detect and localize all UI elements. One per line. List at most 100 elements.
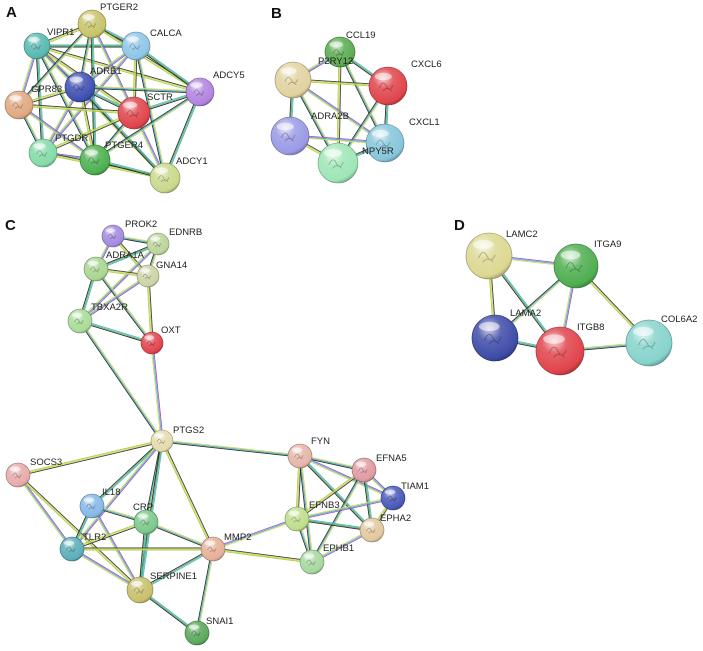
node-ptgdr[interactable] xyxy=(28,138,58,168)
node-ptger4[interactable] xyxy=(79,144,111,176)
node-calca[interactable] xyxy=(121,31,151,61)
node-highlight xyxy=(122,101,138,109)
node-epha2[interactable] xyxy=(359,517,385,543)
edge-line xyxy=(95,268,153,344)
node-sphere xyxy=(117,96,151,130)
edge-tbxa2r-oxt xyxy=(79,319,153,345)
node-tbxa2r[interactable] xyxy=(67,308,93,334)
edge-line xyxy=(95,92,202,162)
node-sctr[interactable] xyxy=(117,96,151,130)
node-gpr83[interactable] xyxy=(4,90,34,120)
node-sphere xyxy=(185,77,215,107)
node-adcy1[interactable] xyxy=(149,162,181,194)
node-p2ry12[interactable] xyxy=(274,61,312,99)
edge-line xyxy=(79,320,163,442)
node-label-adra1a: ADRA1A xyxy=(106,250,145,261)
node-sphere xyxy=(121,31,151,61)
edge-line xyxy=(19,24,94,107)
node-adra1a[interactable] xyxy=(83,256,109,282)
edge-adcy5-ptger4 xyxy=(93,90,202,162)
node-sphere xyxy=(284,506,310,532)
node-adcy5[interactable] xyxy=(185,77,215,107)
node-ptger2[interactable] xyxy=(77,9,107,39)
edge-line xyxy=(161,440,214,550)
node-label-ephb1: EPHB1 xyxy=(323,543,354,554)
node-fyn[interactable] xyxy=(287,443,313,469)
edge-ptgs2-tlr2 xyxy=(70,439,164,551)
node-col6a2[interactable] xyxy=(625,319,673,367)
edge-socs3-serpine1 xyxy=(16,473,142,592)
node-label-mmp2: MMP2 xyxy=(224,532,251,543)
node-ednrb[interactable] xyxy=(146,232,170,256)
protein-structure-icon xyxy=(484,333,502,345)
node-label-p2ry12: P2RY12 xyxy=(318,56,353,67)
edge-line xyxy=(78,274,148,321)
node-sphere xyxy=(351,457,377,483)
node-tiam1[interactable] xyxy=(380,485,406,511)
node-lama2[interactable] xyxy=(471,314,519,362)
node-sphere xyxy=(79,493,105,519)
node-highlight xyxy=(83,497,95,503)
edge-line xyxy=(152,342,164,442)
node-npy5r[interactable] xyxy=(365,123,405,163)
protein-structure-icon xyxy=(72,84,85,92)
edge-adrb1-adcy1 xyxy=(78,85,167,180)
node-label-lamc2: LAMC2 xyxy=(506,229,538,240)
node-ephb1[interactable] xyxy=(299,549,325,575)
node-ccl19[interactable] xyxy=(324,36,356,68)
node-tlr2[interactable] xyxy=(59,536,85,562)
node-serpine1[interactable] xyxy=(126,576,154,604)
node-sphere xyxy=(59,536,85,562)
protein-structure-icon xyxy=(146,340,156,347)
node-efnb3[interactable] xyxy=(284,506,310,532)
node-efna5[interactable] xyxy=(351,457,377,483)
node-oxt[interactable] xyxy=(140,331,164,355)
node-label-adrb1: ADRB1 xyxy=(90,66,122,77)
protein-structure-icon xyxy=(126,110,139,118)
node-snai1[interactable] xyxy=(184,620,210,646)
node-highlight xyxy=(154,433,165,438)
protein-structure-icon xyxy=(36,150,48,158)
edge-line xyxy=(300,455,314,563)
edge-line xyxy=(139,547,213,590)
node-vipr1[interactable] xyxy=(23,32,51,60)
node-sphere xyxy=(28,138,58,168)
edge-line xyxy=(18,104,135,114)
edge-line xyxy=(296,518,373,531)
protein-structure-icon xyxy=(74,318,84,325)
node-mmp2[interactable] xyxy=(200,536,226,562)
node-gna14[interactable] xyxy=(136,264,160,288)
protein-structure-icon xyxy=(358,467,368,474)
protein-structure-icon xyxy=(12,102,24,110)
node-socs3[interactable] xyxy=(5,462,31,488)
node-itga9[interactable] xyxy=(553,243,599,289)
node-il18[interactable] xyxy=(79,493,105,519)
edge-line xyxy=(165,91,202,179)
node-adrb1[interactable] xyxy=(64,71,96,103)
node-highlight xyxy=(204,540,216,546)
edge-line xyxy=(72,441,164,551)
node-highlight xyxy=(137,513,149,519)
node-sphere xyxy=(200,536,226,562)
node-label-vipr1: VIPR1 xyxy=(47,27,74,38)
node-cxcl6[interactable] xyxy=(368,66,408,106)
node-prok2[interactable] xyxy=(101,224,125,248)
node-lamc2[interactable] xyxy=(465,232,513,280)
node-ptgs2[interactable] xyxy=(150,429,174,453)
node-adra2b[interactable] xyxy=(270,116,310,156)
edge-mmp2-serpine1 xyxy=(139,547,214,592)
node-cxcl1[interactable] xyxy=(317,142,359,184)
protein-structure-icon xyxy=(86,503,96,510)
node-crp[interactable] xyxy=(133,509,159,535)
node-highlight xyxy=(27,36,40,43)
node-highlight xyxy=(371,129,389,138)
protein-structure-icon xyxy=(85,21,97,29)
edge-line xyxy=(144,440,162,523)
node-highlight xyxy=(478,321,500,332)
node-label-ptgdr: PTGDR xyxy=(55,133,88,144)
node-itgb8[interactable] xyxy=(535,326,585,376)
node-highlight xyxy=(140,268,151,273)
edge-line xyxy=(90,439,162,506)
node-label-ccl19: CCL19 xyxy=(346,30,376,41)
